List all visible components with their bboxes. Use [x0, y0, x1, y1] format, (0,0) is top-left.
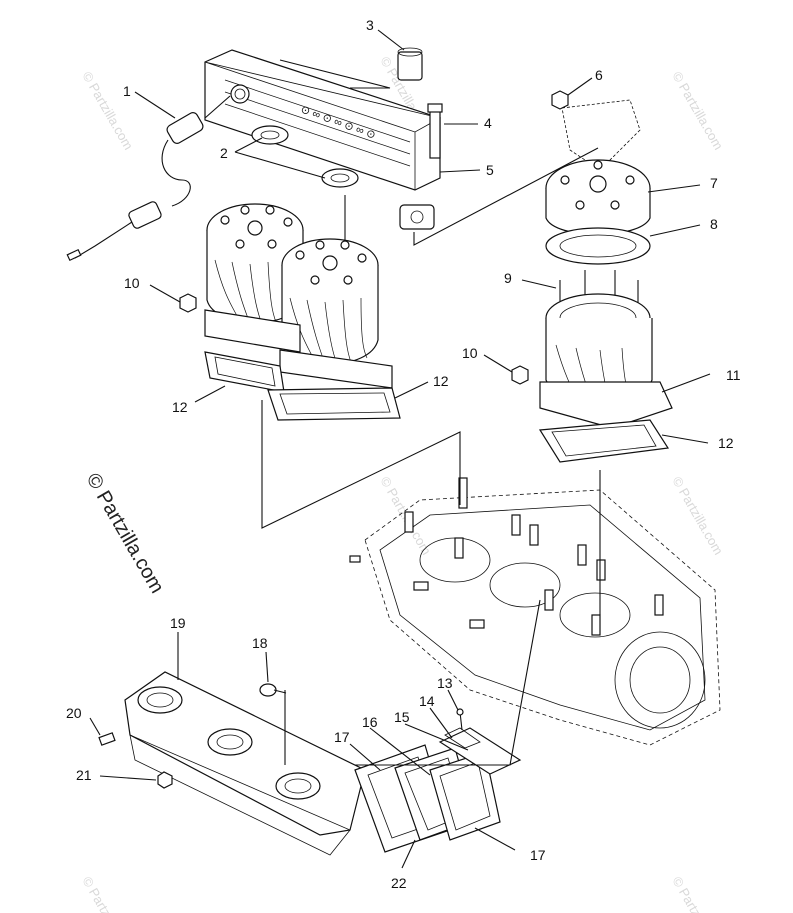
- callout-5: 5: [486, 162, 494, 178]
- callout-18: 18: [252, 635, 268, 651]
- reed-plate-15: [438, 727, 522, 775]
- brand-watermark: © Partzilla.com: [82, 470, 168, 598]
- callout-16: 16: [362, 714, 378, 730]
- callout-7: 7: [710, 175, 718, 191]
- bolt-20: [98, 732, 116, 746]
- exhaust-manifold: ⊙ ∞ ⊙ ∞ ⊙ ∞ ⊙: [204, 49, 442, 230]
- base-gasket-left: [204, 351, 285, 393]
- exhaust-plug: [397, 47, 423, 81]
- watermark: © Partzilla.com: [669, 474, 726, 557]
- cylinder-nut: [179, 293, 197, 313]
- crankcase: [349, 477, 721, 746]
- callout-12: 12: [718, 435, 734, 451]
- callout-8: 8: [710, 216, 718, 232]
- callout-11: 11: [726, 367, 741, 383]
- callout-12: 12: [172, 399, 188, 415]
- twin-cylinders: [204, 203, 393, 389]
- reed-valve-assembly: [354, 744, 501, 853]
- exhaust-gaskets: [251, 125, 359, 188]
- callout-2: 2: [220, 145, 228, 161]
- part-callouts: 1 2 3 4 5 6 7 8 9 10 10 11 12 12 12 13 1…: [66, 17, 741, 891]
- temperature-sensor: [66, 95, 231, 262]
- watermark: © Partzilla.com: [79, 874, 136, 913]
- callout-12: 12: [433, 373, 449, 389]
- callout-10: 10: [462, 345, 478, 361]
- cylinder-head-cover: [561, 99, 641, 171]
- screw-18: [259, 683, 287, 697]
- stop-14: [444, 727, 481, 749]
- nut-10-right: [511, 365, 529, 385]
- leader-lines: [89, 29, 711, 869]
- single-cylinder: [539, 293, 673, 429]
- watermark: © Partzilla.com: [669, 874, 726, 913]
- callout-6: 6: [595, 67, 603, 83]
- callout-9: 9: [504, 270, 512, 286]
- callout-15: 15: [394, 709, 410, 725]
- callout-14: 14: [419, 693, 435, 709]
- cylinder-head: [545, 159, 651, 236]
- callout-19: 19: [170, 615, 186, 631]
- watermark: © Partzilla.com: [669, 69, 726, 152]
- intake-manifold: [124, 671, 366, 856]
- screw-13: [456, 708, 464, 731]
- callout-21: 21: [76, 767, 92, 783]
- watermark: © Partzilla.com: [79, 69, 136, 152]
- callout-4: 4: [484, 115, 492, 131]
- callout-20: 20: [66, 705, 82, 721]
- callout-17: 17: [530, 847, 546, 863]
- callout-1: 1: [123, 83, 131, 99]
- head-gasket: [545, 227, 651, 265]
- nut-21: [157, 771, 173, 789]
- manifold-bolt: [427, 103, 443, 159]
- callout-10: 10: [124, 275, 140, 291]
- base-gasket-right: [267, 387, 401, 421]
- callout-22: 22: [391, 875, 407, 891]
- callout-3: 3: [366, 17, 374, 33]
- callout-17: 17: [334, 729, 350, 745]
- base-gasket-single: [538, 419, 670, 463]
- nut-6: [551, 90, 569, 110]
- callout-13: 13: [437, 675, 453, 691]
